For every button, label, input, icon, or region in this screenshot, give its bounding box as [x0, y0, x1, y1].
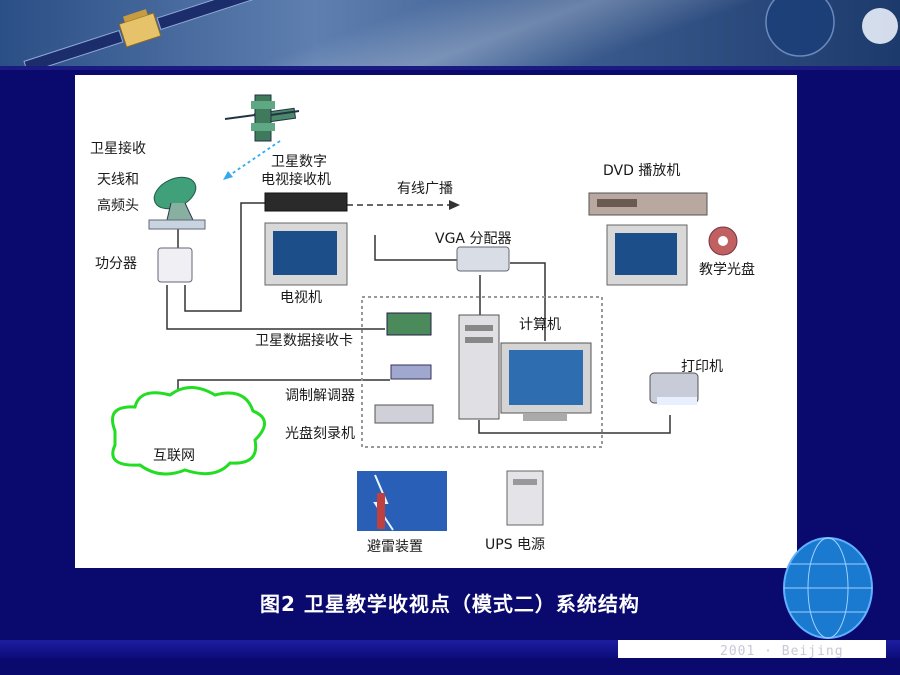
printer-icon [649, 372, 699, 405]
satellite-banner-icon [23, 0, 898, 68]
antenna-label-line2: 天线和 [97, 172, 139, 188]
banner-divider [0, 66, 900, 70]
footer-box [618, 640, 886, 658]
tv-icon [264, 222, 348, 286]
receiver-label-line2: 电视接收机 [261, 172, 331, 188]
cd-burner-label: 光盘刻录机 [285, 426, 355, 442]
signal-dashed-line [226, 140, 281, 178]
receiver-icon [264, 192, 348, 212]
computer-label: 计算机 [519, 317, 561, 333]
computer-tower-icon [458, 314, 500, 420]
satellite-card-label: 卫星数据接收卡 [255, 333, 353, 349]
dvd-player-icon [588, 192, 708, 216]
antenna-label-line1: 卫星接收 [90, 141, 146, 157]
modem-label: 调制解调器 [285, 388, 355, 404]
diagram-svg [111, 94, 738, 531]
footer-text: 2001 · Beijing [720, 644, 844, 659]
computer-group-box [361, 296, 603, 448]
splitter-icon [157, 247, 193, 283]
cable-broadcast-arrow-icon [449, 200, 460, 210]
lightning-label: 避雷装置 [367, 539, 423, 555]
teaching-disc-label: 教学光盘 [699, 262, 755, 278]
header-banner [0, 0, 900, 68]
internet-label: 互联网 [153, 448, 195, 464]
lightning-device-icon [357, 471, 447, 531]
vga-splitter-label: VGA 分配器 [435, 231, 512, 247]
cable-broadcast-label: 有线广播 [397, 181, 453, 197]
wire-printer-computer [478, 415, 671, 434]
dvd-player-label: DVD 播放机 [603, 163, 681, 179]
tv-label: 电视机 [280, 290, 322, 306]
satellite-icon [224, 94, 300, 142]
antenna-label-line3: 高频头 [97, 198, 139, 214]
ups-label: UPS 电源 [485, 537, 546, 553]
satellite-dish-icon [148, 176, 206, 230]
wire-vga-monitor [510, 262, 546, 341]
ups-icon [506, 470, 544, 526]
diagram-panel: 卫星接收 天线和 高频头 功分器 卫星数字 电视接收机 有线广播 DVD 播放机… [75, 75, 797, 568]
dvd-tv-icon [606, 224, 688, 286]
printer-label: 打印机 [681, 359, 723, 375]
splitter-label: 功分器 [95, 256, 137, 272]
vga-splitter-icon [456, 246, 510, 272]
internet-cloud-icon [111, 386, 266, 476]
wire-vga-tv [374, 235, 480, 261]
wire-splitter-receiver [184, 202, 265, 312]
satellite-card-icon [386, 312, 432, 336]
wire-splitter-card [166, 285, 385, 330]
monitor-icon [500, 342, 592, 421]
modem-icon [390, 364, 432, 380]
figure-caption: 图2 卫星教学收视点（模式二）系统结构 [260, 592, 640, 616]
globe-icon [783, 537, 873, 639]
receiver-label-line1: 卫星数字 [271, 154, 327, 170]
cd-burner-icon [374, 404, 434, 424]
signal-arrow-icon [223, 171, 233, 180]
